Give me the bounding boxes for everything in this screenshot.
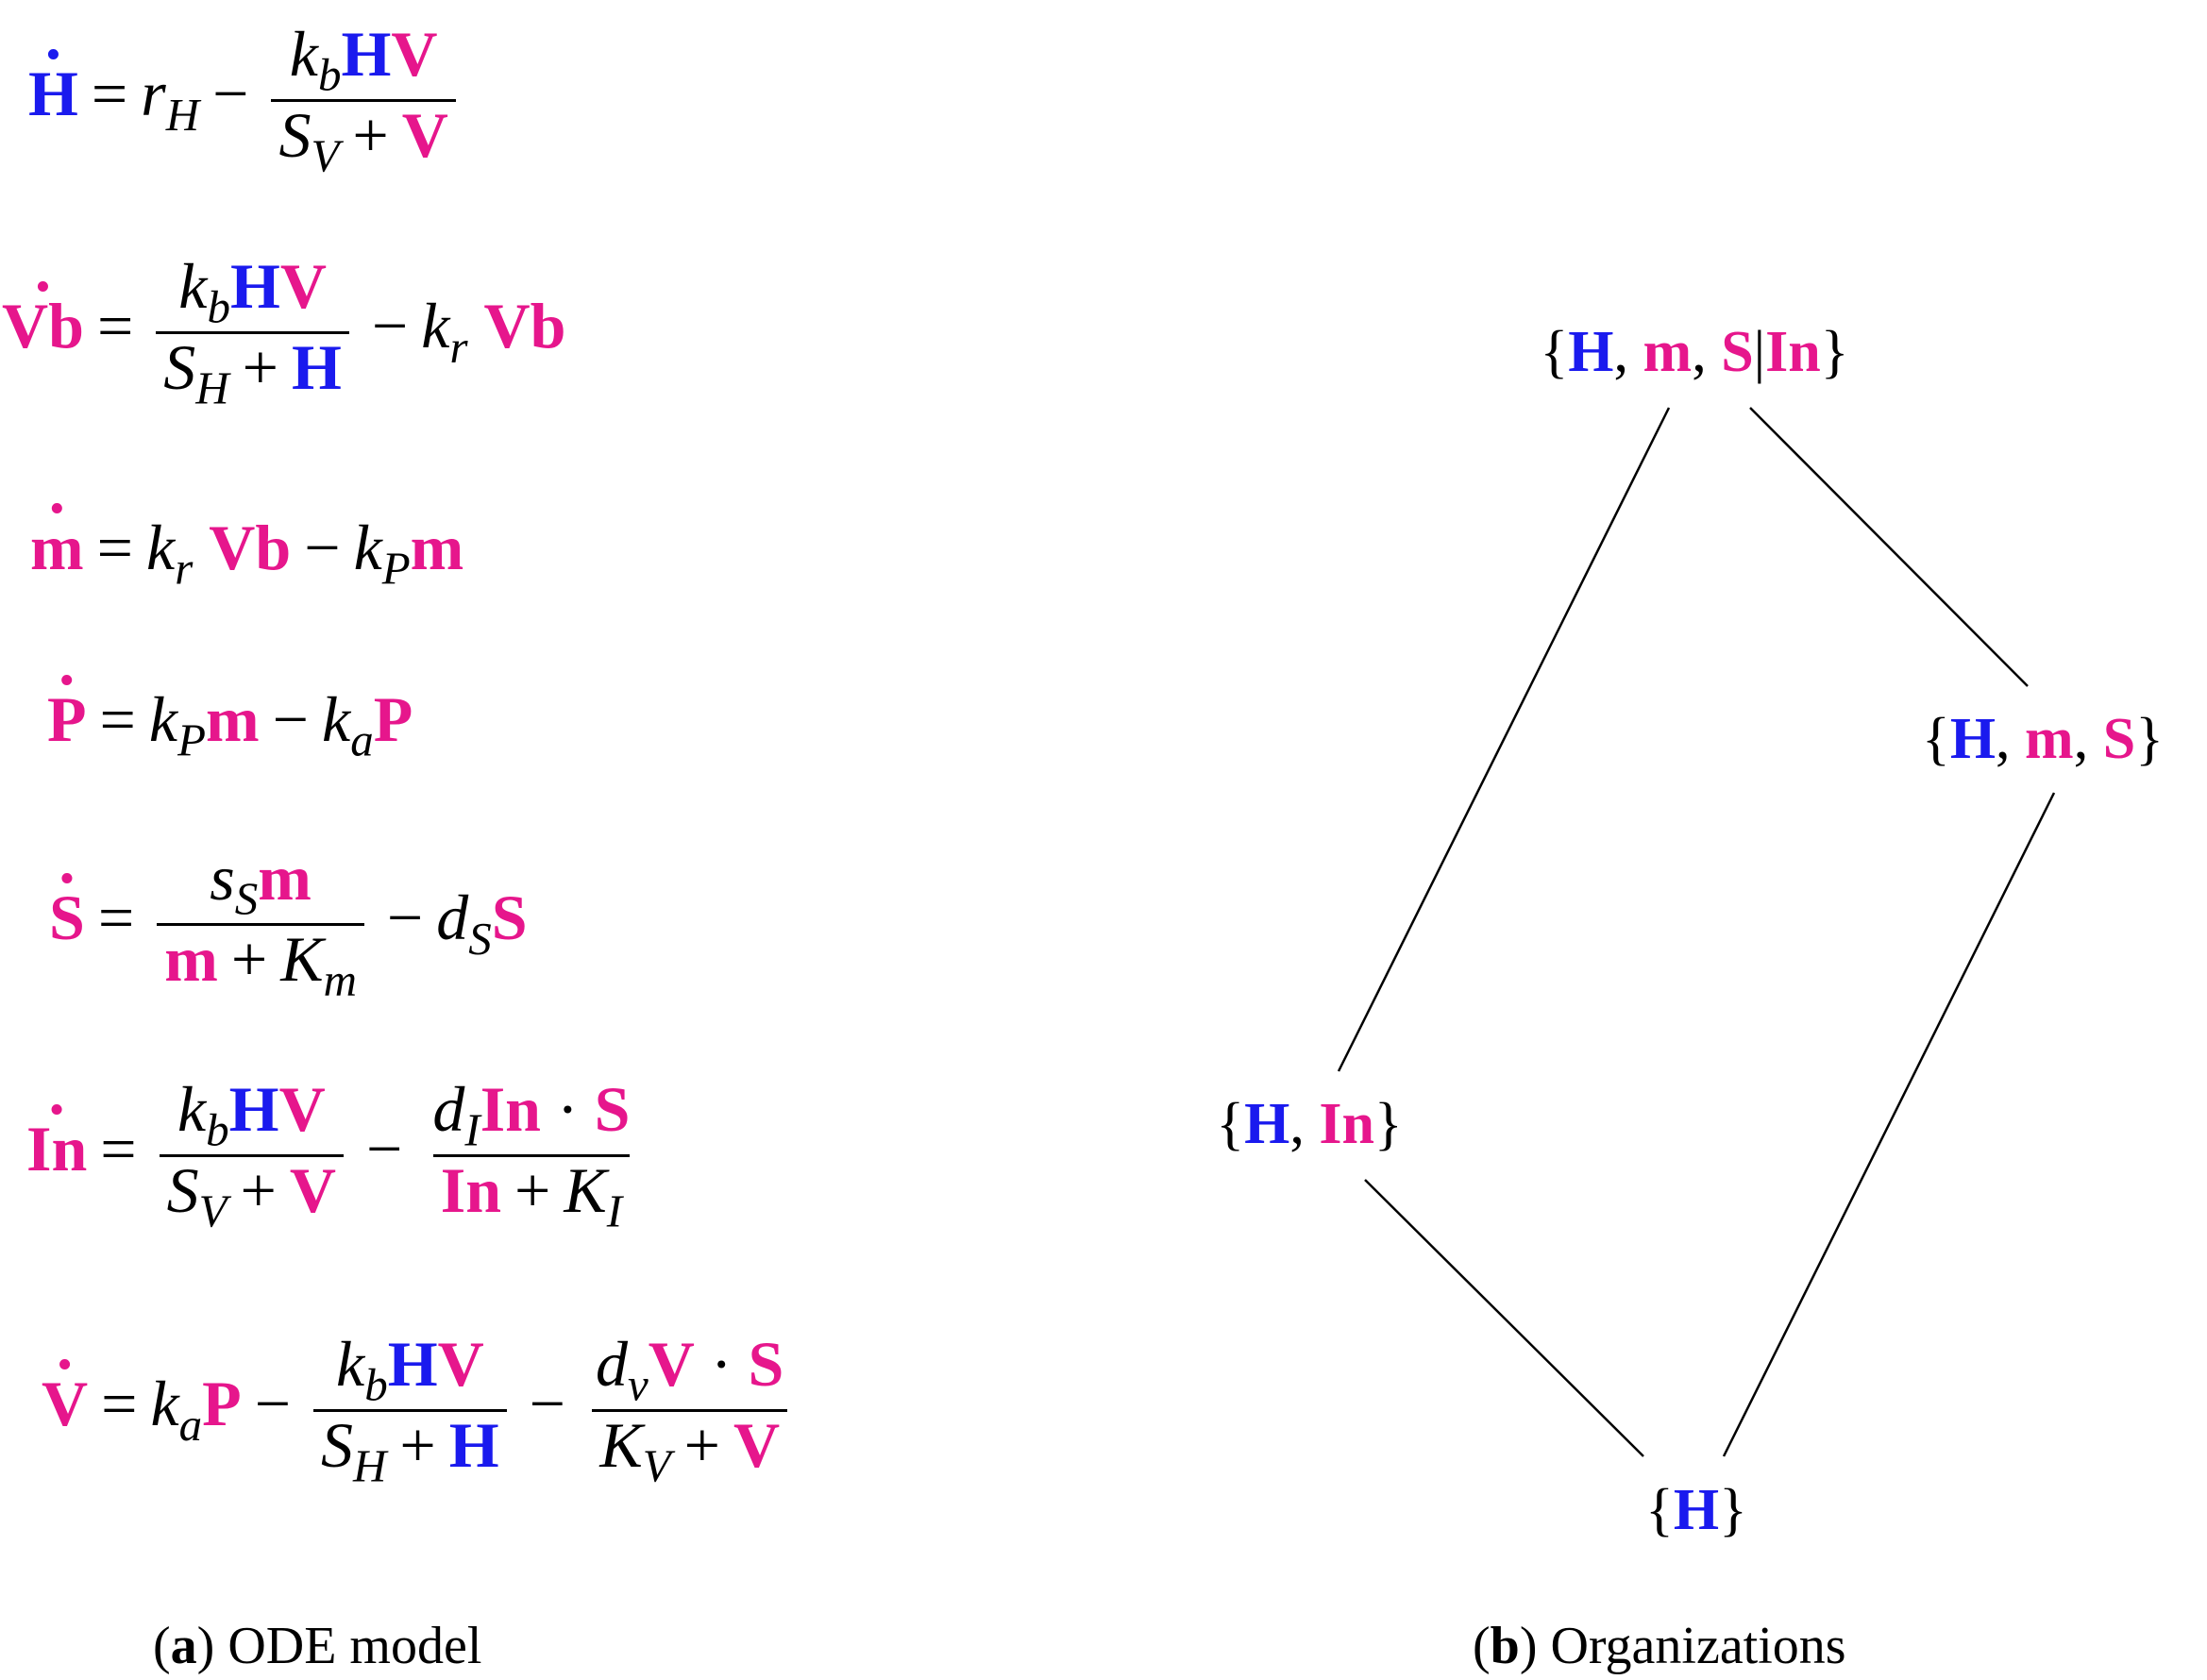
node-right: {H, m, S} xyxy=(1922,707,2164,771)
node-bottom: {H} xyxy=(1645,1478,1747,1542)
equation-m: m=kr Vb−kPm xyxy=(30,515,463,593)
edge-top-left xyxy=(1337,407,1671,1072)
node-left: {H, In} xyxy=(1216,1092,1403,1156)
caption-b: (b) Organizations xyxy=(1473,1617,1846,1675)
edge-right-bottom xyxy=(1722,792,2056,1457)
edge-left-bottom xyxy=(1364,1179,1644,1457)
caption-a: (a) ODE model xyxy=(153,1617,482,1675)
edge-top-right xyxy=(1749,407,2029,687)
caption-b-label: b xyxy=(1490,1617,1520,1675)
caption-a-label: a xyxy=(170,1617,197,1675)
equation-p: P=kPm−kaP xyxy=(47,687,413,764)
caption-a-text: ODE model xyxy=(227,1617,482,1675)
caption-b-text: Organizations xyxy=(1550,1617,1846,1675)
node-top: {H, m, S|In} xyxy=(1540,320,1849,384)
